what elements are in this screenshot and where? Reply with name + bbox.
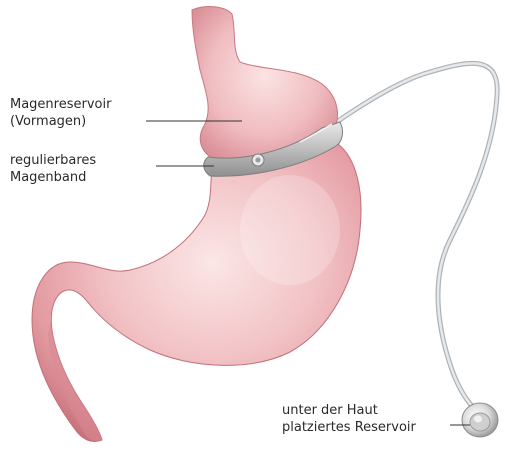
label-reservoir-line2: (Vormagen): [10, 114, 86, 130]
label-band-line1: regulierbares: [10, 153, 96, 169]
label-port-line1: unter der Haut: [282, 403, 378, 419]
label-port-line2: platziertes Reservoir: [282, 420, 416, 436]
access-port-icon: [462, 403, 498, 437]
label-band-line2: Magenband: [10, 170, 86, 186]
label-reservoir-line1: Magenreservoir: [10, 97, 111, 113]
